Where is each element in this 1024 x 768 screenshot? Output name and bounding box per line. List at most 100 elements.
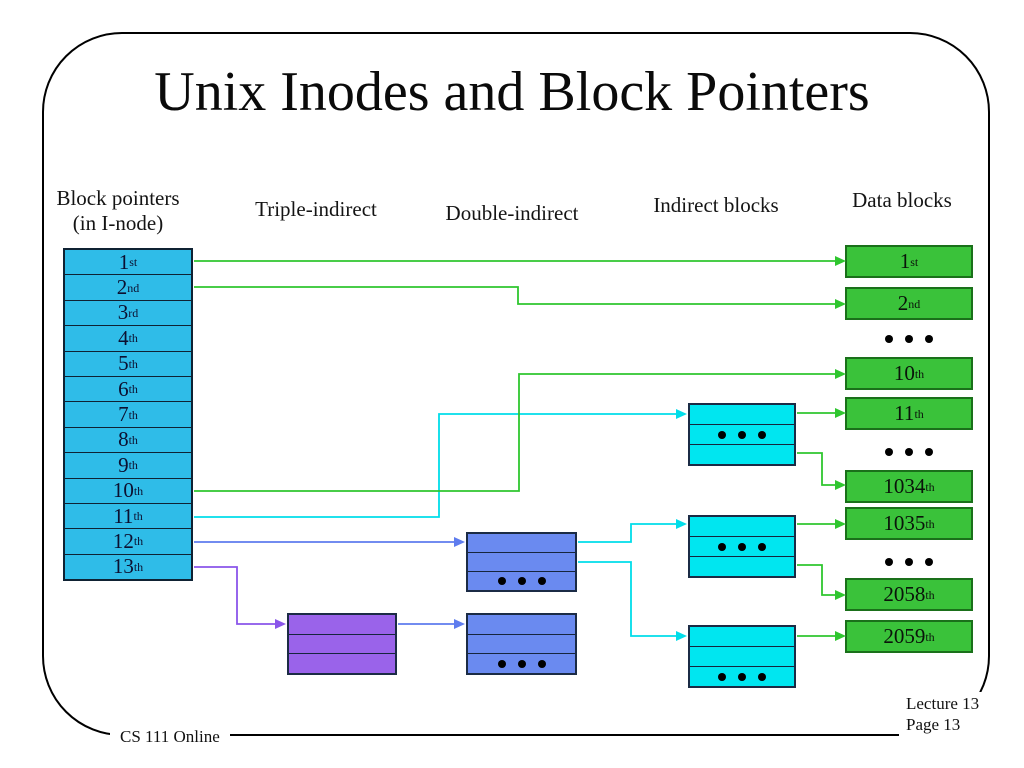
ellipsis-dots (690, 424, 794, 444)
triple-indirect-block (287, 613, 397, 675)
dot (517, 659, 526, 668)
data-block-ordinal: 2059 (883, 624, 926, 648)
dot (537, 659, 546, 668)
pointer-ordinal: 13 (112, 554, 134, 579)
triple-indirect-entry (289, 633, 395, 654)
footer-course-label: CS 111 Online (110, 724, 230, 749)
ellipsis-dots (690, 666, 794, 686)
dot (905, 558, 913, 566)
indirect-entry (690, 646, 794, 666)
dot (738, 430, 746, 439)
dot (905, 448, 913, 456)
dot (718, 672, 726, 681)
triple-indirect-entry (289, 615, 395, 634)
indirect-entry (690, 444, 794, 464)
pointer-ordinal: 2 (116, 275, 128, 300)
dot (758, 430, 766, 439)
slide-border (42, 32, 990, 736)
data-block-ordinal: 1035 (883, 511, 926, 535)
dot (537, 577, 546, 585)
dot (738, 672, 746, 681)
dot (885, 558, 893, 566)
column-header-double-indirect: Double-indirect (445, 201, 579, 225)
data-block-ordinal: 10 (893, 361, 915, 385)
pointer-ordinal: 4 (118, 325, 129, 350)
column-header-triple-indirect: Triple-indirect (255, 197, 377, 221)
double-indirect-entry (468, 534, 575, 552)
data-block-ordinal: 1 (899, 249, 911, 273)
pointer-ordinal: 8 (118, 427, 129, 452)
dot (718, 542, 726, 551)
ellipsis-dots (468, 571, 575, 590)
slide-title: Unix Inodes and Block Pointers (154, 61, 870, 123)
dot (758, 672, 766, 681)
indirect-entry (690, 405, 794, 424)
footer-page-label: Lecture 13 Page 13 (899, 692, 987, 736)
dot (925, 335, 933, 343)
column-header-line1: Block pointers (56, 186, 180, 210)
data-block-ordinal: 2058 (883, 582, 926, 606)
dot (885, 448, 893, 456)
data-block-ordinal: 11 (894, 401, 915, 425)
dot (497, 659, 506, 668)
column-header-block-pointers: Block pointers (in I-node) (56, 186, 179, 236)
pointer-ordinal: 7 (118, 402, 129, 427)
pointer-ordinal: 9 (118, 452, 129, 477)
pointer-ordinal: 3 (117, 300, 129, 325)
dot (925, 558, 933, 566)
indirect-block-3 (688, 625, 796, 688)
ellipsis-dots (845, 334, 973, 344)
indirect-block-2 (688, 515, 796, 578)
column-header-indirect-blocks: Indirect blocks (653, 193, 779, 217)
footer-lecture-number: Lecture 13 (906, 694, 980, 713)
dot (758, 542, 766, 551)
pointer-ordinal: 1 (118, 249, 130, 274)
indirect-entry (690, 627, 794, 646)
double-indirect-entry (468, 633, 575, 654)
pointer-ordinal: 6 (118, 376, 129, 401)
pointer-ordinal: 5 (118, 351, 129, 376)
ellipsis-dots (690, 536, 794, 556)
ellipsis-dots (468, 653, 575, 673)
ellipsis-dots (845, 557, 973, 567)
indirect-entry (690, 517, 794, 536)
dot (905, 335, 913, 343)
double-indirect-block-1 (466, 532, 577, 592)
dot (517, 577, 526, 585)
dot (497, 577, 506, 585)
pointer-ordinal: 10 (112, 478, 134, 503)
column-header-data-blocks: Data blocks (852, 188, 952, 212)
footer-page-number: Page 13 (906, 715, 961, 734)
ellipsis-dots (845, 447, 973, 457)
double-indirect-entry (468, 615, 575, 634)
double-indirect-block-2 (466, 613, 577, 675)
dot (738, 542, 746, 551)
double-indirect-entry (468, 552, 575, 571)
pointer-ordinal: 11 (113, 503, 134, 528)
column-header-line2: (in I-node) (72, 211, 164, 235)
pointer-ordinal: 12 (112, 528, 134, 553)
dot (718, 430, 726, 439)
